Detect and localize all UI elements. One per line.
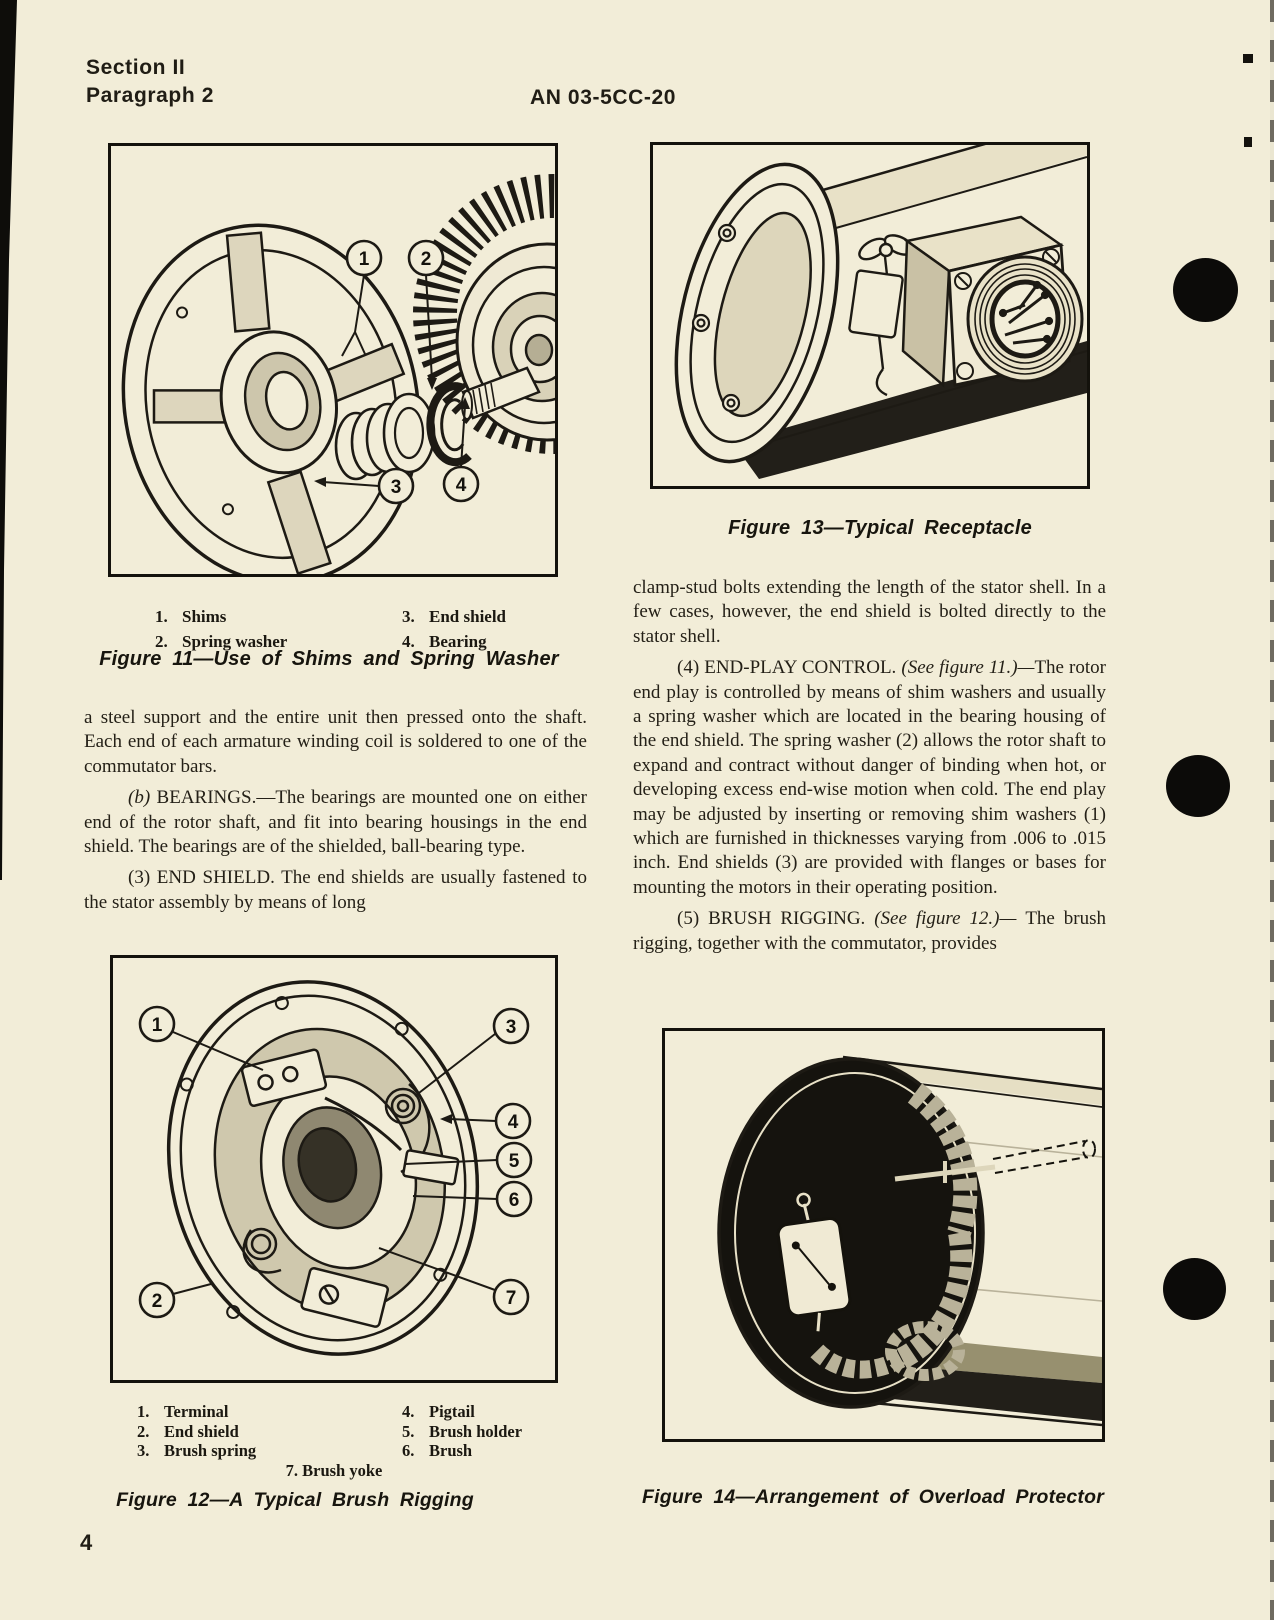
legend-item: 2.Spring washer — [155, 632, 288, 651]
fig12-callout-2: 2 — [152, 1291, 163, 1312]
fig12-callout-5: 5 — [509, 1151, 520, 1172]
figure-12-panel: 1 3 4 5 6 2 7 — [110, 955, 558, 1383]
fig12-callout-3: 3 — [506, 1017, 517, 1038]
legend-item: 3.Brush spring — [137, 1441, 257, 1460]
paragraph: (b) BEARINGS.—The bearings are mounted o… — [84, 787, 587, 858]
registration-mark-2 — [1244, 137, 1252, 147]
punch-hole-mark-top — [1173, 258, 1238, 322]
paragraph: clamp-stud bolts extending the length of… — [633, 577, 1106, 647]
legend-item: 1.Terminal — [137, 1402, 229, 1421]
fig12-legend-col2: 4.Pigtail 5.Brush holder 6.Brush — [402, 1402, 522, 1461]
fig11-exploded-view-drawing: 1 2 3 4 — [121, 174, 555, 574]
left-text-column: a steel support and the entire unit then… — [84, 706, 587, 922]
fig11-legend-col2: 3.End shield 4.Bearing — [402, 604, 506, 654]
fig11-callout-3: 3 — [391, 477, 402, 498]
legend-item: 5.Brush holder — [402, 1421, 523, 1441]
fig12-callout-6: 6 — [509, 1190, 520, 1211]
legend-item: 3.End shield — [402, 607, 507, 626]
figure-13-panel — [650, 142, 1090, 489]
page-number: 4 — [80, 1530, 93, 1555]
paragraph: (3) END SHIELD. The end shields are usua… — [84, 867, 587, 913]
fig11-legend-col1: 1.Shims 2.Spring washer — [155, 604, 287, 654]
fig11-callout-4: 4 — [456, 475, 467, 496]
punch-hole-mark-middle — [1166, 755, 1230, 817]
fig14-overload-protector-drawing — [717, 1055, 1102, 1427]
legend-item: 6.Brush — [402, 1441, 473, 1460]
paragraph: (5) BRUSH RIGGING. (See figure 12.)— The… — [633, 908, 1106, 954]
paragraph: (4) END-PLAY CONTROL. (See figure 11.)—T… — [633, 657, 1106, 898]
fig12-legend-col1: 1.Terminal 2.End shield 3.Brush spring — [137, 1402, 256, 1461]
fig12-callout-1: 1 — [152, 1015, 163, 1036]
fig12-legend-center: 7. Brush yoke — [285, 1461, 383, 1480]
legend-item: 2.End shield — [137, 1421, 239, 1441]
scan-edge-shadow-left — [0, 0, 17, 880]
document-number: AN 03-5CC-20 — [529, 86, 677, 109]
figure-11-caption: Figure 11—Use of Shims and Spring Washer — [99, 648, 559, 670]
figure-11-panel: 1 2 3 4 — [108, 143, 558, 577]
fig12-callout-7: 7 — [506, 1288, 517, 1309]
fig11-callout-2: 2 — [421, 249, 432, 270]
right-text-column: clamp-stud bolts extending the length of… — [633, 576, 1106, 963]
fig12-brush-rigging-drawing: 1 3 4 5 6 2 7 — [138, 980, 533, 1356]
legend-item: 1.Shims — [155, 607, 227, 626]
section-header: Section II Paragraph 2 — [86, 54, 214, 110]
legend-item: 4.Pigtail — [402, 1402, 475, 1421]
section-label: Section II — [86, 56, 186, 79]
registration-mark-1 — [1243, 54, 1253, 63]
fig12-callout-4: 4 — [508, 1112, 519, 1133]
legend-item: 4.Bearing — [402, 632, 487, 651]
figure-12-caption: Figure 12—A Typical Brush Rigging — [116, 1489, 474, 1511]
paragraph: a steel support and the entire unit then… — [84, 707, 587, 777]
figure-13-caption: Figure 13—Typical Receptacle — [728, 517, 1032, 539]
figure-14-caption: Figure 14—Arrangement of Overload Protec… — [641, 1486, 1105, 1508]
fig13-receptacle-drawing — [674, 145, 1087, 479]
paragraph-label: Paragraph 2 — [86, 84, 214, 107]
scan-edge-shadow-right — [1270, 0, 1274, 1620]
punch-hole-mark-bottom — [1163, 1258, 1226, 1320]
figure-14-panel — [662, 1028, 1105, 1442]
fig11-callout-1: 1 — [359, 249, 370, 270]
